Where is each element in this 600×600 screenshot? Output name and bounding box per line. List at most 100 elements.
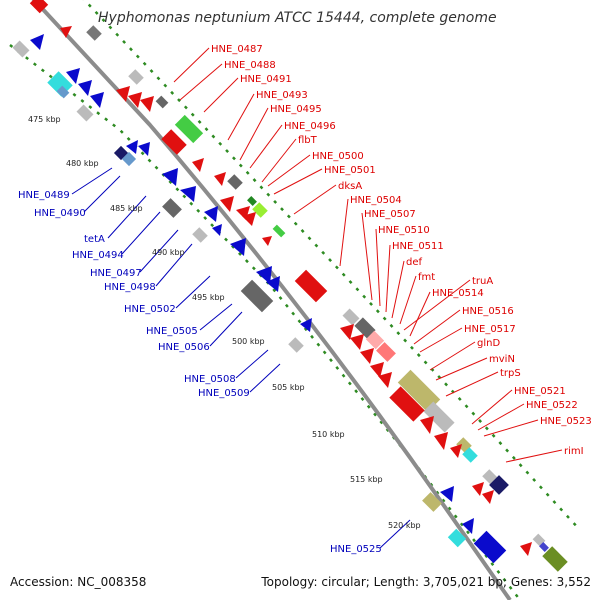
kbp-tick: 515 kbp — [350, 475, 383, 484]
gene-glyph — [66, 68, 80, 84]
gene-label: HNE_0514 — [432, 288, 484, 299]
kbp-tick: 495 kbp — [192, 293, 225, 302]
gene-glyph — [128, 92, 142, 108]
gene-glyph — [350, 334, 364, 350]
gene-glyph — [60, 26, 72, 38]
gene-label: HNE_0506 — [158, 342, 210, 353]
gene-label: HNE_0494 — [72, 250, 124, 261]
map-title: Hyphomonas neptunium ATCC 15444, complet… — [98, 10, 497, 26]
gene-glyph — [472, 482, 484, 496]
genome-backbone — [31, 0, 512, 600]
gene-label: HNE_0498 — [104, 282, 156, 293]
gene-glyph — [227, 174, 243, 190]
gene-glyph — [256, 266, 272, 284]
gene-label: tetA — [84, 234, 105, 245]
gene-glyph — [204, 206, 218, 222]
gene-label: HNE_0510 — [378, 225, 430, 236]
kbp-tick: 510 kbp — [312, 430, 345, 439]
gene-glyph — [520, 542, 532, 556]
kbp-ticks: 475 kbp 480 kbp 485 kbp 490 kbp 495 kbp … — [28, 115, 421, 530]
gene-label: HNE_0490 — [34, 208, 86, 219]
gene-glyph — [242, 212, 256, 226]
gene-glyph — [266, 276, 280, 292]
gene-glyph — [397, 369, 441, 413]
gene-label: glnD — [477, 338, 500, 349]
gene-glyph — [542, 546, 568, 572]
gene-glyph — [126, 140, 138, 154]
gene-glyph — [450, 444, 462, 458]
gene-glyph — [370, 362, 384, 378]
gene-glyph — [247, 196, 257, 206]
gene-glyph — [240, 279, 274, 313]
gene-glyph — [300, 318, 312, 332]
gene-glyph — [365, 330, 385, 350]
gene-glyph — [288, 337, 304, 353]
gene-glyph — [539, 542, 549, 552]
gene-glyph — [354, 317, 376, 339]
accession-text: Accession: NC_008358 — [10, 575, 146, 589]
gene-glyph — [162, 168, 178, 186]
gene-label: HNE_0517 — [464, 324, 516, 335]
gene-glyph — [378, 372, 392, 388]
gene-label: HNE_0525 — [330, 544, 382, 555]
gene-label: HNE_0502 — [124, 304, 176, 315]
gene-glyph — [360, 348, 374, 364]
kbp-tick: 490 kbp — [152, 248, 185, 257]
gene-glyph — [116, 86, 130, 102]
gene-label: HNE_0521 — [514, 386, 566, 397]
gene-glyph — [482, 490, 494, 504]
gene-label: truA — [472, 276, 493, 287]
gene-glyph — [220, 196, 234, 212]
gene-label: HNE_0507 — [364, 209, 416, 220]
gene-label: HNE_0491 — [240, 74, 292, 85]
kbp-tick: 520 kbp — [388, 521, 421, 530]
gene-label: trpS — [500, 368, 521, 379]
kbp-tick: 480 kbp — [66, 159, 99, 168]
gene-glyph — [162, 198, 182, 218]
gene-label: HNE_0505 — [146, 326, 198, 337]
gene-glyph — [180, 186, 196, 202]
gene-glyph — [294, 269, 328, 303]
reverse-leader-lines — [71, 167, 411, 549]
gene-label: HNE_0495 — [270, 104, 322, 115]
genome-summary-text: Topology: circular; Length: 3,705,021 bp… — [260, 575, 591, 589]
kbp-tick: 475 kbp — [28, 115, 61, 124]
gene-glyph — [155, 95, 169, 109]
gene-glyph — [440, 486, 454, 502]
gene-glyph — [340, 324, 354, 340]
gene-label: mviN — [489, 354, 515, 365]
gene-glyph — [230, 238, 246, 256]
gene-glyph — [389, 386, 425, 422]
forward-gene-labels: HNE_0487 HNE_0488 HNE_0491 HNE_0493 HNE_… — [211, 44, 592, 457]
gene-glyph — [462, 447, 478, 463]
gene-glyph — [420, 416, 434, 434]
gene-glyph — [90, 92, 104, 108]
gene-label: HNE_0508 — [184, 374, 236, 385]
track-outer-forward — [82, 0, 581, 531]
gene-glyph — [192, 227, 208, 243]
gene-label: def — [406, 257, 423, 268]
gene-label: HNE_0511 — [392, 241, 444, 252]
gene-glyph — [86, 25, 102, 41]
reverse-gene-glyphs — [12, 34, 507, 564]
gene-glyph — [252, 202, 268, 218]
forward-leader-lines — [173, 47, 563, 463]
dotted-tracks — [9, 0, 581, 600]
kbp-tick: 505 kbp — [272, 383, 305, 392]
gene-label: HNE_0488 — [224, 60, 276, 71]
gene-glyph — [462, 518, 474, 534]
gene-glyph — [56, 85, 70, 99]
gene-glyph — [489, 475, 509, 495]
gene-glyph — [434, 432, 448, 450]
gene-label: HNE_0489 — [18, 190, 70, 201]
gene-label: HNE_0504 — [350, 195, 402, 206]
gene-label: HNE_0501 — [324, 165, 376, 176]
gene-glyph — [78, 80, 92, 96]
gene-label: dksA — [338, 181, 362, 192]
gene-glyph — [128, 69, 144, 85]
gene-label: flbT — [298, 135, 318, 146]
gene-glyph — [447, 528, 467, 548]
gene-label: HNE_0487 — [211, 44, 263, 55]
gene-glyph — [140, 96, 154, 112]
